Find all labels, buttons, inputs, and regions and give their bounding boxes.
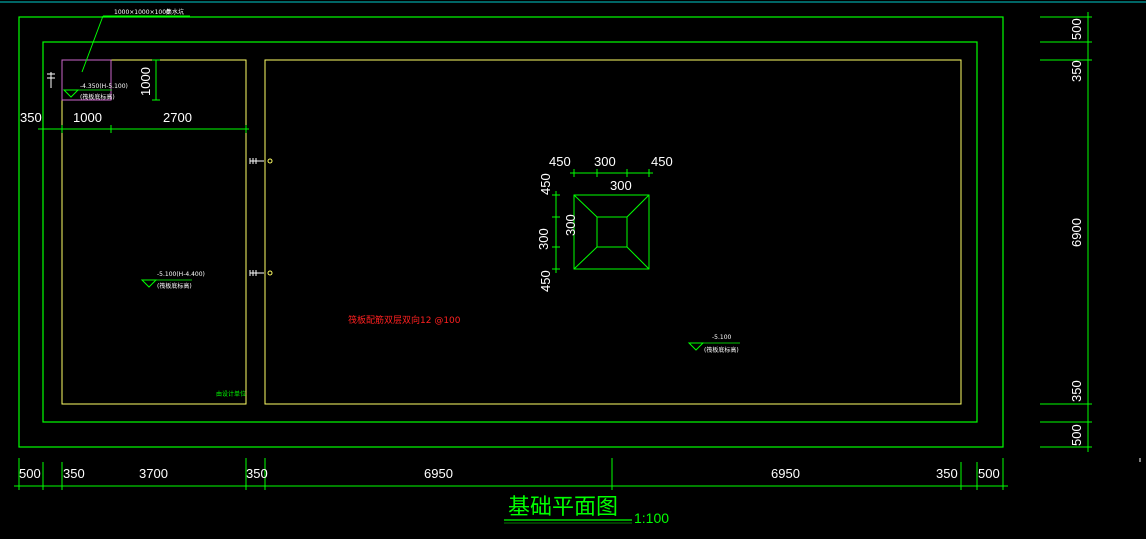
elev-top-left-value: -4.350(H-5.100)	[80, 83, 128, 90]
bottom-dim-6950-a: 6950	[424, 466, 453, 481]
bottom-dim-350-b: 350	[246, 466, 268, 481]
leader-line	[81, 15, 104, 73]
drawing-title: 基础平面图	[508, 495, 618, 520]
pit-dim-left-450a: 450	[538, 173, 553, 195]
elev-left-room-note: (筏板底标高)	[157, 282, 192, 290]
pit-dim-inner-left-300: 300	[563, 214, 578, 236]
pit-dim-top-450a: 450	[549, 154, 571, 169]
pit-dim-top-300: 300	[594, 154, 616, 169]
right-dim-500-top: 500	[1069, 18, 1084, 40]
section-marker-wall-1	[249, 158, 273, 164]
pit-dimension-lines	[552, 169, 653, 273]
section-marker-top-left	[47, 72, 55, 88]
right-room-outline[interactable]	[264, 59, 962, 405]
elev-top-left-note: (筏板底标高)	[80, 93, 115, 101]
central-pit[interactable]	[573, 194, 650, 270]
wall-outer-outline[interactable]	[42, 41, 978, 423]
bottom-dim-500-left: 500	[19, 466, 41, 481]
bottom-dim-350-c: 350	[936, 466, 958, 481]
right-dim-6900: 6900	[1069, 218, 1084, 247]
bottom-dim-6950-b: 6950	[771, 466, 800, 481]
bottom-dim-350-a: 350	[63, 466, 85, 481]
left-detail-dimensions	[38, 59, 249, 133]
bottom-dimension-chain	[14, 458, 1008, 490]
dim-left-350: 350	[20, 110, 42, 125]
raft-reinforcement-note: 筏板配筋双层双向12 @100	[348, 314, 461, 326]
pit-dim-inner-top-300: 300	[610, 178, 632, 193]
bottom-dim-500-right: 500	[978, 466, 1000, 481]
right-dim-350-bottom: 350	[1069, 380, 1084, 402]
elevation-marker-top-left: -4.350(H-5.100) (筏板底标高)	[62, 83, 128, 101]
pit-dim-left-450b: 450	[538, 270, 553, 292]
right-dim-500-bottom: 500	[1069, 424, 1084, 446]
right-dim-350-top: 350	[1069, 60, 1084, 82]
pit-dim-top-450b: 450	[651, 154, 673, 169]
drawing-scale: 1:100	[634, 510, 669, 526]
pit-dim-left-300: 300	[536, 228, 551, 250]
bottom-dim-3700: 3700	[139, 466, 168, 481]
leader-size-text: 1000×1000×1000	[114, 9, 170, 16]
elevation-marker-right-room: -5.100 (筏板底标高)	[687, 334, 740, 354]
leader-label-text: 集水坑	[166, 8, 184, 16]
dim-left-1000: 1000	[73, 110, 102, 125]
outer-foundation-outline[interactable]	[18, 16, 1004, 448]
elevation-marker-left-room: -5.100(H-4.400) (筏板底标高)	[140, 271, 205, 290]
elev-right-room-value: -5.100	[712, 334, 732, 341]
elev-left-room-value: -5.100(H-4.400)	[157, 271, 205, 278]
right-dimension-chain	[1040, 12, 1092, 452]
dim-left-2700: 2700	[163, 110, 192, 125]
elev-right-room-note: (筏板底标高)	[704, 346, 739, 354]
dim-left-vertical-1000: 1000	[138, 67, 153, 96]
corner-note: 由设计单位	[216, 390, 246, 398]
section-marker-wall-2	[249, 270, 273, 276]
